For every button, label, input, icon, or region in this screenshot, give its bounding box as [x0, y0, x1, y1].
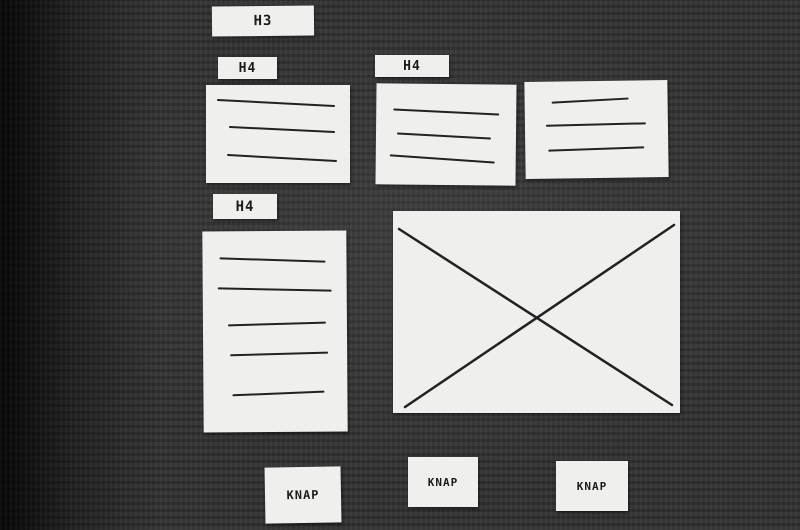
knap-button-1[interactable]: KNAP: [264, 466, 342, 524]
heading-h4-label-2: H4: [375, 55, 449, 77]
text-lines-2: [389, 108, 500, 164]
knap-button-1-label: KNAP: [286, 487, 320, 503]
knap-button-3-label: KNAP: [576, 479, 608, 493]
heading-h4-text-1: H4: [238, 60, 257, 76]
text-block-1: [206, 85, 350, 183]
heading-h4-label-3: H4: [213, 194, 277, 219]
text-block-4: [202, 230, 348, 433]
heading-h3-label: H3: [211, 5, 315, 37]
text-lines-3: [545, 97, 646, 152]
text-lines-4: [217, 257, 332, 397]
image-placeholder: [393, 211, 680, 413]
image-placeholder-cross: [397, 223, 676, 409]
text-block-3: [524, 80, 669, 179]
knap-button-2-label: KNAP: [427, 475, 459, 489]
knap-button-2[interactable]: KNAP: [408, 457, 478, 507]
heading-h3-text: H3: [253, 12, 273, 30]
text-lines-1: [217, 99, 337, 162]
knap-button-3[interactable]: KNAP: [556, 461, 628, 511]
heading-h4-text-2: H4: [403, 58, 421, 74]
heading-h4-text-3: H4: [235, 198, 255, 215]
text-block-2: [375, 83, 517, 186]
heading-h4-label-1: H4: [218, 57, 277, 79]
